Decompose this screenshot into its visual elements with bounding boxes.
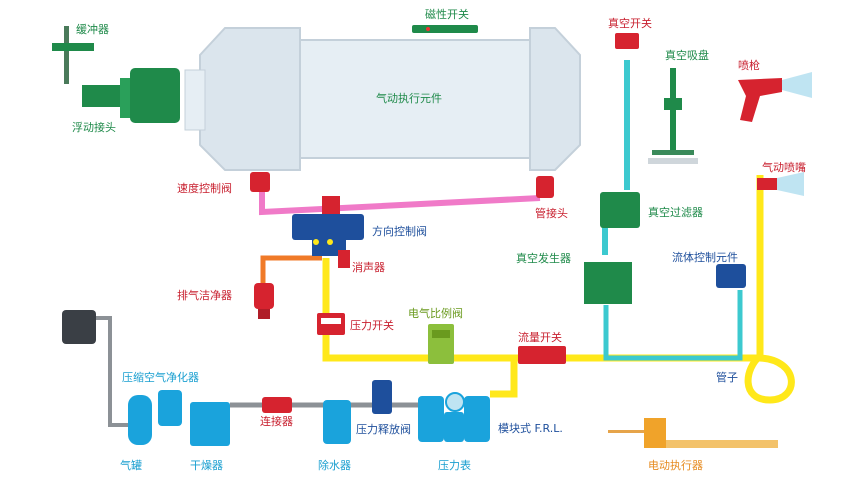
pink-line	[259, 192, 541, 216]
floating-joint	[82, 68, 180, 123]
orange-line	[260, 255, 322, 285]
vacuum-filter	[600, 192, 640, 228]
spray-gun	[738, 72, 812, 122]
label-gauge: 压力表	[438, 459, 471, 472]
label-vacuum-filter: 真空过滤器	[648, 206, 703, 219]
pressure-switch	[317, 313, 345, 335]
pipe-joint-valve	[536, 176, 554, 198]
label-flow-control: 流体控制元件	[672, 251, 738, 264]
flow-control-element	[716, 264, 746, 288]
air-tank	[128, 395, 152, 445]
speed-control-valve	[250, 172, 270, 192]
label-speed-valve: 速度控制阀	[177, 182, 232, 195]
electric-actuator	[608, 418, 778, 448]
label-cylinder: 气动执行元件	[376, 92, 442, 105]
dryer	[190, 402, 230, 446]
air-purifier	[158, 390, 182, 426]
label-tank: 气罐	[120, 459, 142, 472]
label-magnetic-switch: 磁性开关	[425, 8, 469, 21]
vacuum-generator	[584, 262, 632, 304]
label-vacuum-switch: 真空开关	[608, 17, 652, 30]
air-nozzle	[757, 172, 804, 196]
label-ep-valve: 电气比例阀	[408, 307, 463, 320]
modular-frl	[418, 392, 490, 442]
label-connector: 连接器	[260, 415, 293, 428]
label-floating-joint: 浮动接头	[72, 121, 116, 134]
pressure-relief-valve	[372, 380, 392, 414]
label-air-nozzle: 气动喷嘴	[762, 161, 806, 174]
cylinder-body	[184, 27, 581, 171]
direction-control-valve	[292, 196, 364, 256]
label-buffer: 缓冲器	[76, 23, 109, 36]
label-dryer: 干燥器	[190, 459, 223, 472]
label-direction-valve: 方向控制阀	[372, 225, 427, 238]
label-relief-valve: 压力释放阀	[356, 423, 411, 436]
flow-switch	[518, 346, 566, 364]
label-frl: 模块式 F.R.L.	[498, 422, 563, 435]
label-air-purifier: 压缩空气净化器	[122, 371, 199, 384]
compressor-block	[62, 310, 96, 344]
cyan-line-flowctrl	[603, 290, 743, 361]
label-vacuum-pad: 真空吸盘	[665, 49, 709, 62]
gray-air-line	[93, 316, 128, 427]
label-pressure-switch: 压力开关	[350, 319, 394, 332]
yellow-loop	[744, 175, 795, 404]
label-pipe-joint: 管接头	[535, 207, 568, 220]
label-vacuum-generator: 真空发生器	[516, 252, 571, 265]
muffler	[338, 250, 350, 268]
vacuum-pad	[648, 68, 698, 164]
label-water-separator: 除水器	[318, 459, 351, 472]
connector	[262, 397, 292, 413]
water-separator	[323, 400, 351, 444]
buffer	[52, 26, 94, 84]
exhaust-cleaner	[254, 283, 274, 319]
magnetic-switch	[412, 25, 478, 33]
label-tube: 管子	[716, 371, 738, 384]
label-exhaust-cleaner: 排气洁净器	[177, 289, 232, 302]
vacuum-switch	[615, 33, 639, 49]
label-electric-actuator: 电动执行器	[648, 459, 703, 472]
label-spray-gun: 喷枪	[738, 59, 760, 72]
label-muffler: 消声器	[352, 261, 385, 274]
ep-proportional-valve	[428, 324, 454, 364]
label-flow-switch: 流量开关	[518, 331, 562, 344]
